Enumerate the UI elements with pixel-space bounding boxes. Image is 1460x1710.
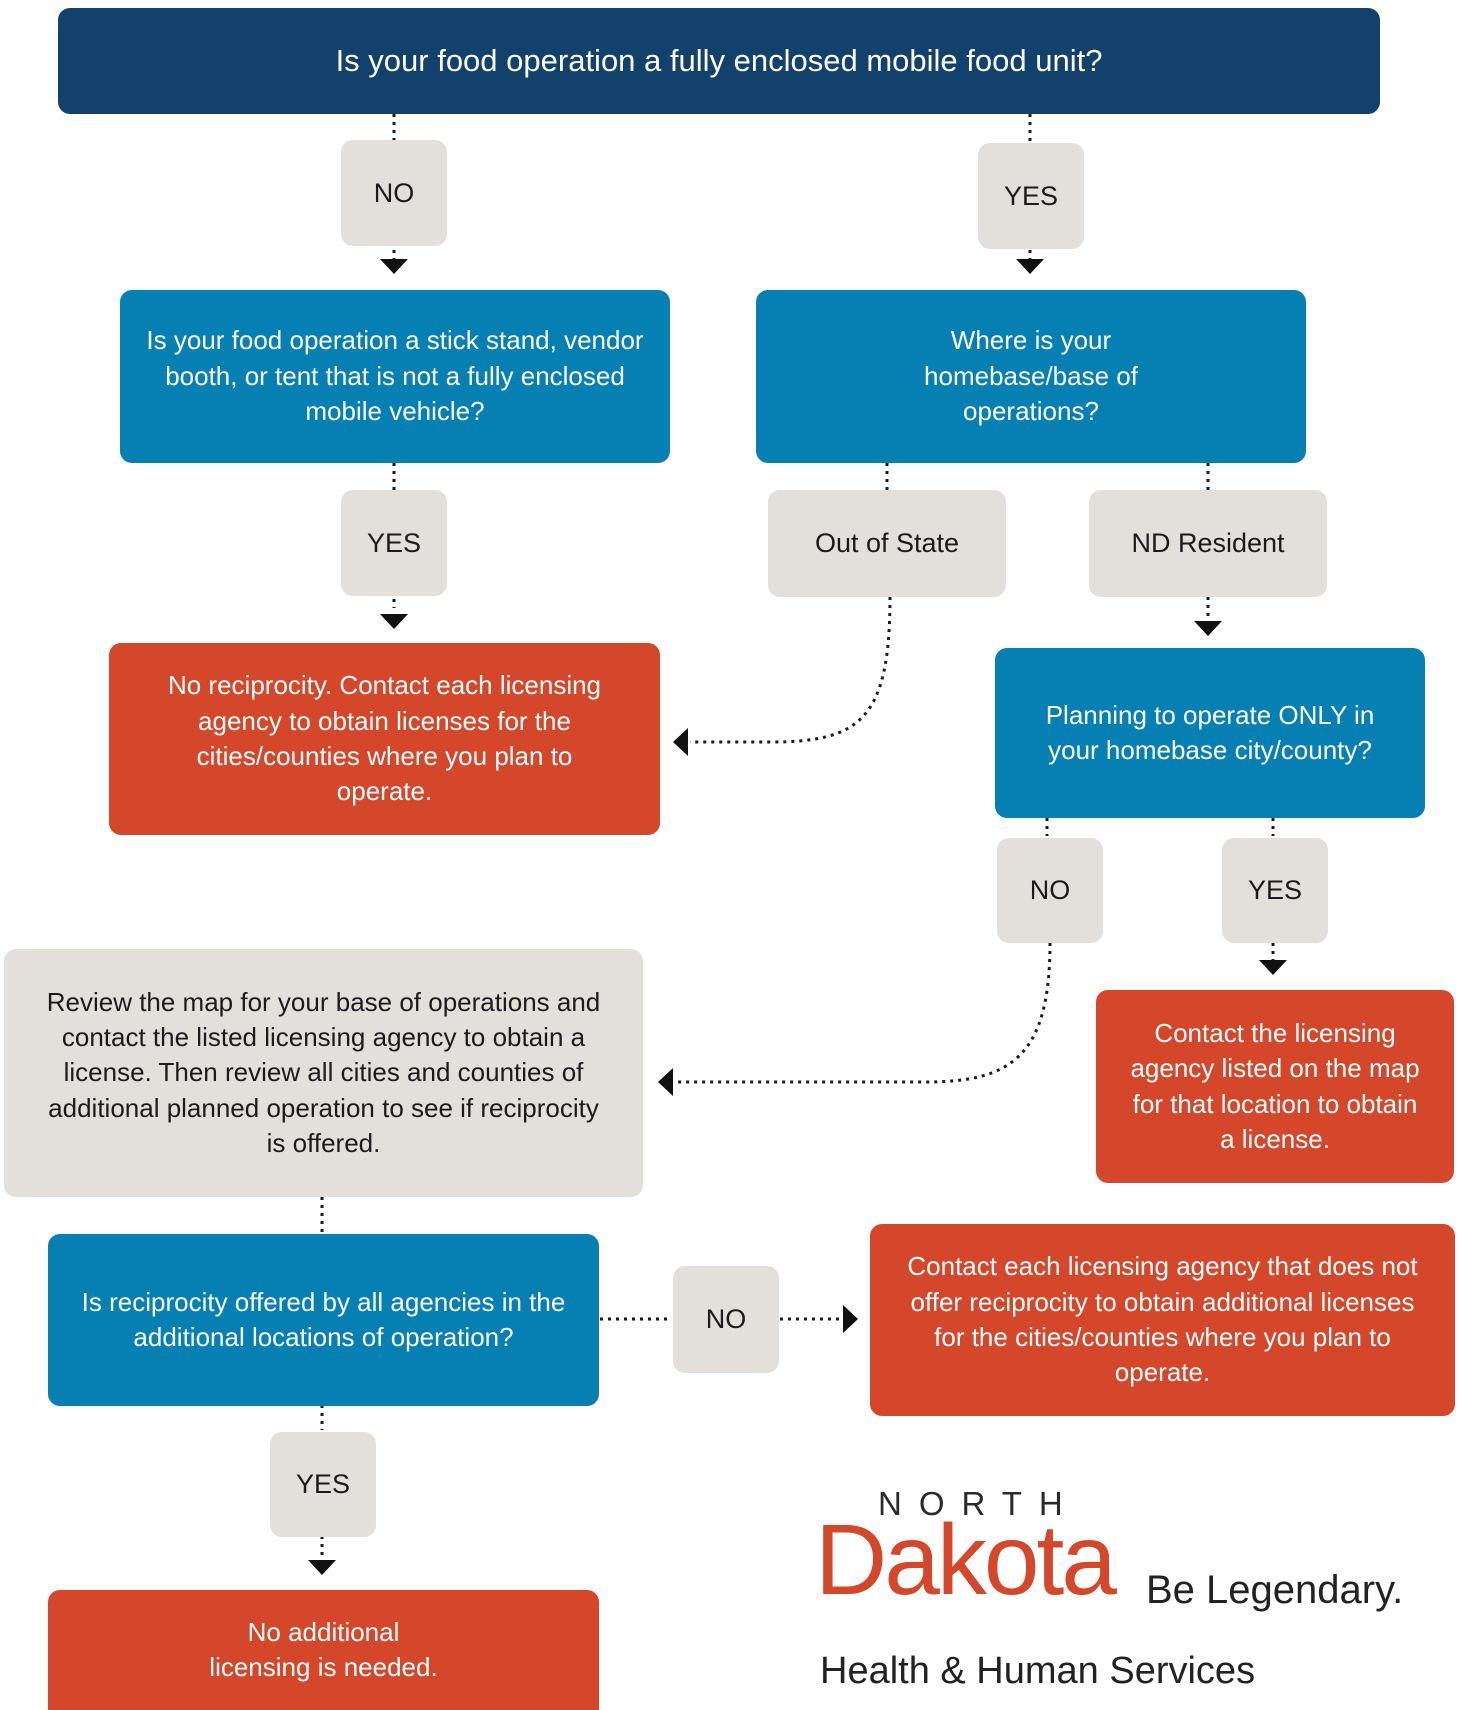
no-additional-licensing-outcome: No additional licensing is needed. (48, 1590, 599, 1710)
arrowhead-nd-resident (1194, 621, 1222, 636)
label-stick-yes-text: YES (366, 527, 422, 558)
label-stick-yes: YES (341, 490, 447, 596)
label-out-of-state: Out of State (768, 490, 1006, 597)
flowchart-title-text: Is your food operation a fully enclosed … (335, 42, 1103, 78)
arrowhead-reciprocity-yes (308, 1560, 336, 1575)
label-reciprocity-no-text: NO (705, 1304, 747, 1335)
arrowhead-reciprocity-no (843, 1305, 858, 1333)
department-name: Health & Human Services (820, 1650, 1256, 1692)
logo-tagline: Be Legendary. (1146, 1568, 1404, 1612)
label-operate-yes-text: YES (1247, 875, 1303, 906)
arrowhead-operate-yes (1259, 960, 1287, 975)
label-nd-resident-text: ND Resident (1131, 528, 1285, 559)
reciprocity-question-text: Is reciprocity offered by all agencies i… (81, 1286, 566, 1352)
no-reciprocity-outcome: No reciprocity. Contact each licensing a… (109, 643, 660, 835)
flowchart-title: Is your food operation a fully enclosed … (58, 8, 1380, 114)
homebase-question-text: Where is your homebase/base of operation… (924, 325, 1138, 427)
no-additional-licensing-text: No additional licensing is needed. (209, 1616, 438, 1682)
connector-no-to-review-map (677, 942, 1052, 1084)
label-first-yes-text: YES (1003, 180, 1059, 211)
arrowhead-out-of-state (673, 728, 688, 756)
label-reciprocity-yes: YES (270, 1432, 376, 1537)
review-map-step: Review the map for your base of operatio… (4, 949, 643, 1197)
no-reciprocity-text: No reciprocity. Contact each licensing a… (167, 670, 602, 807)
label-first-no: NO (341, 140, 447, 246)
contact-each-agency-outcome: Contact each licensing agency that does … (870, 1224, 1455, 1416)
arrowhead-first-yes (1016, 259, 1044, 274)
logo-north-text: NORTH (878, 1485, 1080, 1522)
label-first-no-text: NO (373, 177, 415, 208)
label-nd-resident: ND Resident (1089, 490, 1327, 597)
stick-stand-question-text: Is your food operation a stick stand, ve… (146, 325, 644, 427)
label-out-of-state-text: Out of State (814, 528, 960, 559)
operate-only-question: Planning to operate ONLY in your homebas… (995, 648, 1425, 818)
connector-out-of-state-to-no-reciprocity (690, 596, 892, 744)
operate-only-question-text: Planning to operate ONLY in your homebas… (1045, 699, 1375, 765)
homebase-question: Where is your homebase/base of operation… (756, 290, 1306, 463)
label-reciprocity-no: NO (673, 1266, 779, 1373)
arrowhead-first-no (380, 259, 408, 274)
label-operate-no-text: NO (1029, 875, 1071, 906)
label-operate-no: NO (997, 838, 1103, 943)
reciprocity-question: Is reciprocity offered by all agencies i… (48, 1234, 599, 1406)
label-operate-yes: YES (1222, 838, 1328, 943)
arrowhead-operate-no (658, 1068, 673, 1096)
contact-listed-agency-text: Contact the licensing agency listed on t… (1130, 1017, 1420, 1154)
contact-listed-agency-outcome: Contact the licensing agency listed on t… (1096, 990, 1454, 1183)
logo-dakota-wordmark: Dakota (815, 1504, 1117, 1616)
review-map-text: Review the map for your base of operatio… (46, 986, 601, 1159)
contact-each-agency-text: Contact each licensing agency that does … (907, 1251, 1418, 1388)
arrowhead-stick-yes (380, 614, 408, 629)
label-reciprocity-yes-text: YES (295, 1469, 351, 1500)
stick-stand-question: Is your food operation a stick stand, ve… (120, 290, 670, 463)
label-first-yes: YES (978, 143, 1084, 249)
